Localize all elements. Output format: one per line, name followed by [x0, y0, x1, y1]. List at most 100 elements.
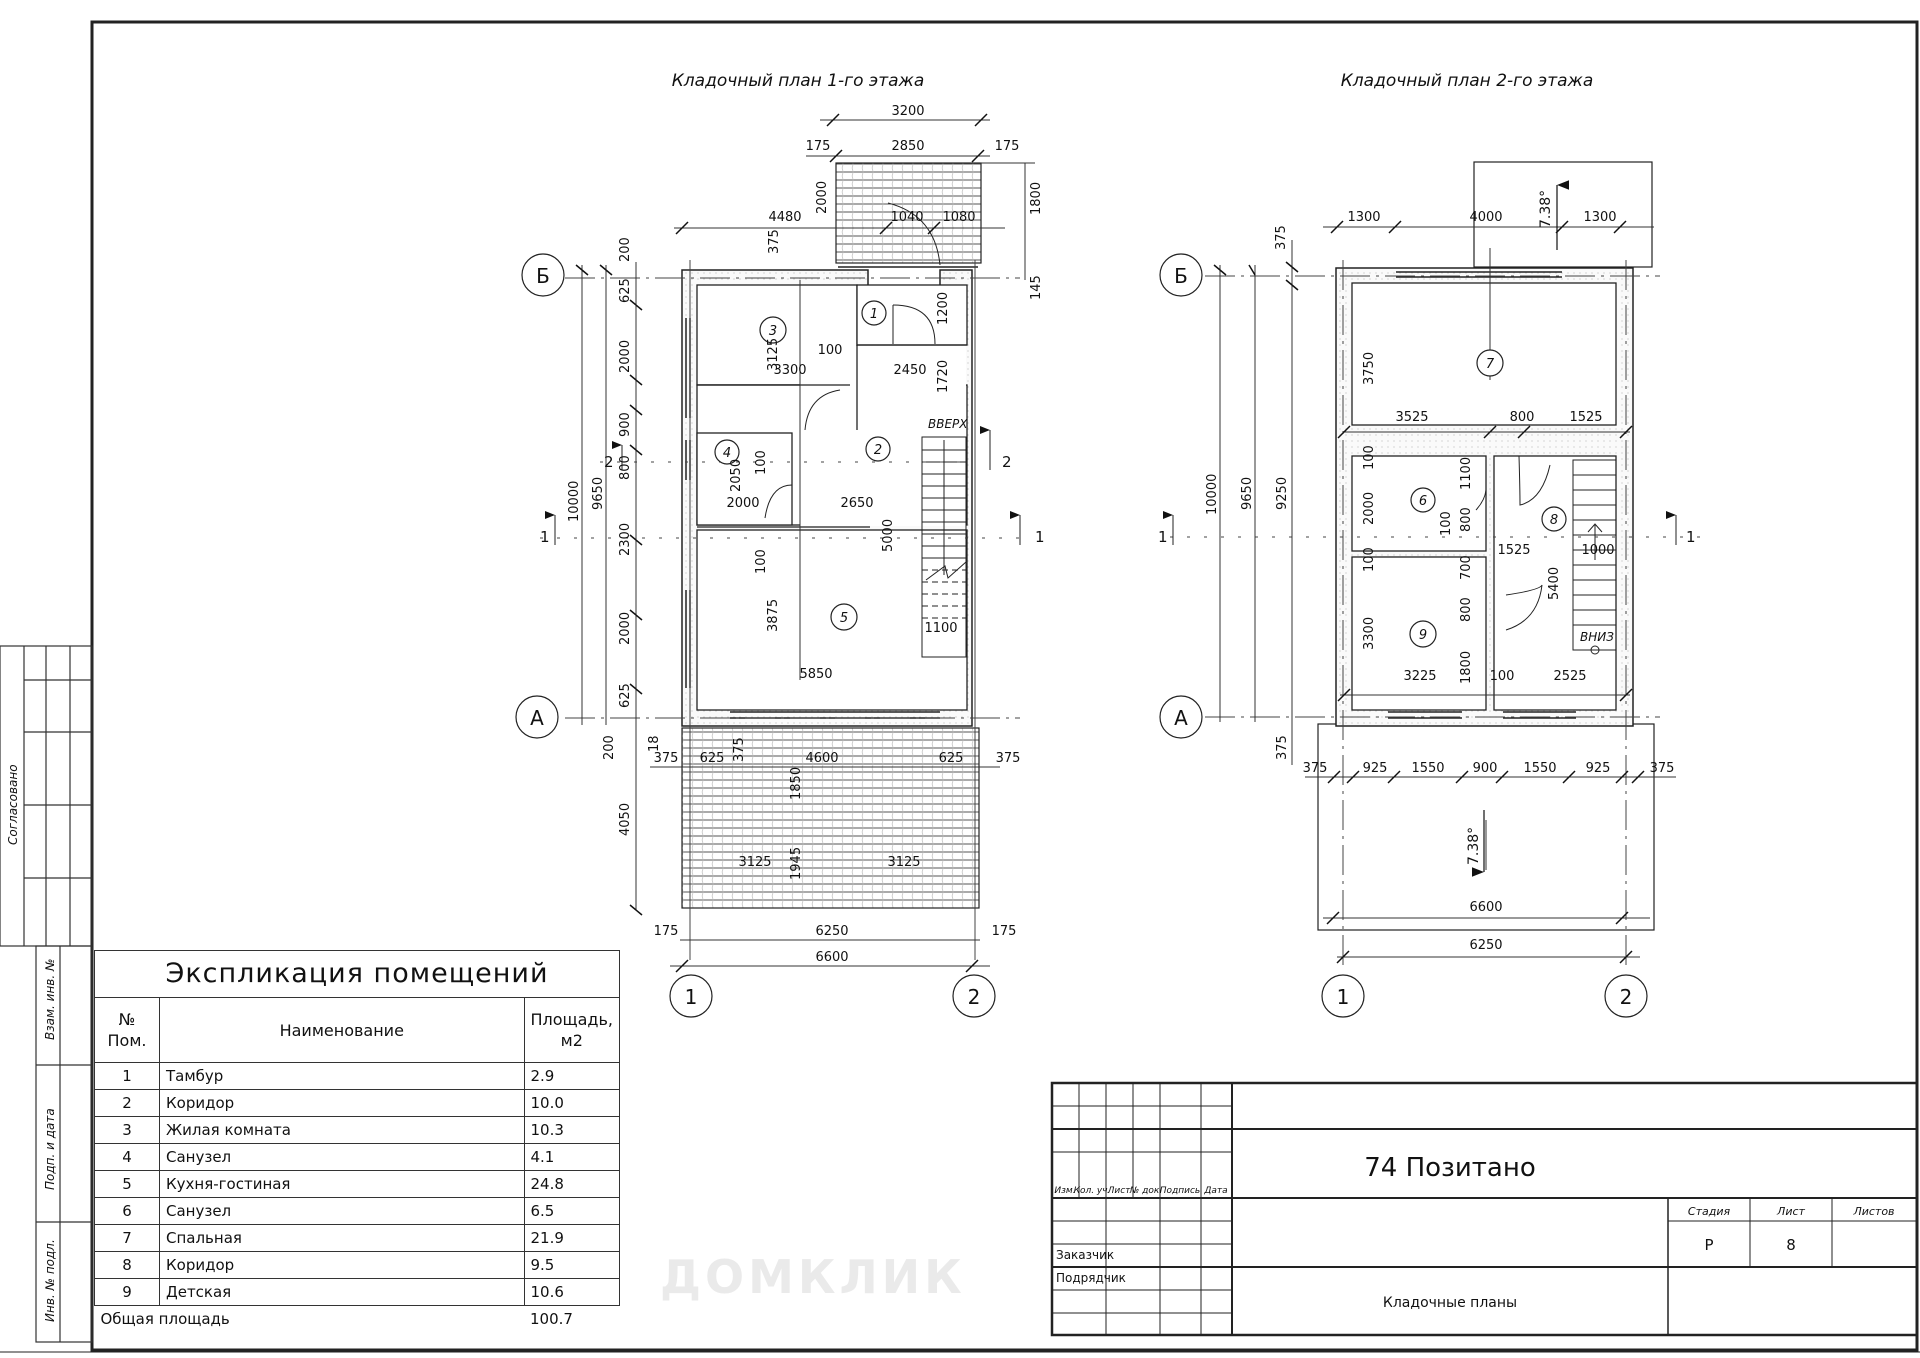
plan2-dim-ticks [1213, 220, 1645, 964]
dimension-label: 625 [618, 683, 633, 708]
dimension-label: 3125 [738, 855, 771, 870]
room-area: 4.1 [523, 1143, 620, 1171]
dimension-label: 3125 [766, 338, 781, 371]
plan1-terrace [681, 727, 980, 909]
dimension-label: 200 [602, 735, 617, 760]
dimension-label: 4050 [618, 803, 633, 836]
title-block-revision-headers: Изм. Кол. уч. Лист № док. Подпись Дата [1054, 1186, 1227, 1196]
stage-value: Р [1704, 1236, 1713, 1254]
dimension-label: 1525 [1569, 410, 1602, 425]
col-kol-uch: Кол. уч. [1074, 1186, 1111, 1196]
plan2-axis-lines [1170, 260, 1700, 970]
dimension-label: 2300 [618, 523, 633, 556]
room-number: 9 [94, 1278, 160, 1306]
plan2-room-7-number: 7 [1486, 357, 1495, 372]
dimension-label: 375 [996, 751, 1021, 766]
plan1-section-1-left: 1 [540, 528, 550, 546]
plan1-axis-2-bubble [952, 974, 996, 1018]
project-name: 74 Позитано [1364, 1153, 1536, 1183]
dimension-label: 3125 [887, 855, 920, 870]
dimension-label: 800 [1459, 597, 1474, 622]
plan2-axis-b: Б [1174, 264, 1188, 288]
dimension-label: 925 [1363, 761, 1388, 776]
side-stamp-inventory [35, 945, 93, 1343]
plan2-axis-1: 1 [1337, 985, 1350, 1009]
sheet-number: 8 [1786, 1236, 1796, 1254]
dimension-label: 2850 [891, 139, 924, 154]
dimension-label: 175 [654, 924, 679, 939]
plan1-room-5-number: 5 [840, 611, 848, 626]
plan1-axis-a-bubble [515, 695, 559, 739]
plan1-room-3-number: 3 [769, 324, 777, 339]
dimension-label: 9650 [591, 477, 606, 510]
plan2-stair-down-label: ВНИЗ [1580, 630, 1614, 644]
dimension-label: 1040 [890, 210, 923, 225]
dimension-label: 18 [647, 735, 662, 752]
stamp-sign-date-label: Подп. и дата [43, 1108, 57, 1190]
stage-label: Стадия [1688, 1205, 1731, 1218]
dimension-label: 2650 [840, 496, 873, 511]
room-name: Санузел [159, 1197, 525, 1225]
room-name: Коридор [159, 1251, 525, 1279]
dimension-label: 900 [1473, 761, 1498, 776]
dimension-label: 100 [1439, 511, 1454, 536]
dimension-label: 9250 [1275, 477, 1290, 510]
room-name: Санузел [159, 1143, 525, 1171]
sheets-label: Листов [1852, 1205, 1894, 1218]
header-no: № Пом. [94, 997, 160, 1063]
dimension-label: 375 [1275, 735, 1290, 760]
dimension-label: 6250 [815, 924, 848, 939]
dimension-label: 800 [1459, 507, 1474, 532]
stamp-interchange-label: Взам. инв. № [43, 959, 57, 1040]
room-number: 8 [94, 1251, 160, 1279]
dimension-label: 375 [654, 751, 679, 766]
room-name: Спальная [159, 1224, 525, 1252]
plan1-dimension-lines [581, 119, 1035, 967]
room-number: 5 [94, 1170, 160, 1198]
plan1-stair [921, 436, 967, 658]
dimension-label: 10000 [1205, 474, 1220, 515]
dimension-label: 900 [618, 412, 633, 437]
total-row: Общая площадь 100.7 [94, 1305, 620, 1332]
room-name: Тамбур [159, 1062, 525, 1090]
dimension-label: 10000 [567, 481, 582, 522]
plan1-room-1-number: 1 [870, 307, 878, 322]
dimension-label: 925 [1586, 761, 1611, 776]
dimension-label: 175 [995, 139, 1020, 154]
plan2-dimensions: 1300 4000 1300 375 10000 9650 9250 3750 … [1205, 210, 1674, 953]
dimension-label: 3225 [1403, 669, 1436, 684]
dimension-label: 2050 [729, 459, 744, 492]
dimension-label: 1200 [936, 292, 951, 325]
plan1-axis-1: 1 [685, 985, 698, 1009]
dimension-label: 625 [939, 751, 964, 766]
plan1-section-marks [545, 426, 1021, 545]
plan2-roof-top [1473, 161, 1653, 268]
room-area: 21.9 [523, 1224, 620, 1252]
explication-table: Экспликация помещений № Пом. Наименовани… [94, 950, 620, 1332]
room-number: 6 [94, 1197, 160, 1225]
dimension-label: 1800 [1029, 182, 1044, 215]
plan2-floor-plan: ВНИЗ [1158, 161, 1700, 1018]
dimension-label: 6600 [1469, 900, 1502, 915]
sheet-label: Лист [1776, 1205, 1805, 1218]
room-name: Детская [159, 1278, 525, 1306]
plan1-floor-plan: ВВЕРХ [515, 104, 1045, 1018]
dimension-label: 100 [754, 450, 769, 475]
plan2-room-8 [1493, 455, 1617, 711]
plan2-section-1-right: 1 [1686, 528, 1696, 546]
plan1-dimensions: 3200 175 2850 175 4480 1040 1080 2000 18… [567, 104, 1044, 965]
dimension-label: 200 [618, 237, 633, 262]
plan1-stair-up-label: ВВЕРХ [928, 417, 968, 431]
plan1-title: Кладочный план 1-го этажа [672, 71, 925, 91]
dimension-label: 2000 [815, 181, 830, 214]
dimension-label: 1525 [1497, 543, 1530, 558]
col-date: Дата [1203, 1186, 1227, 1196]
stamp-orig-inv-label: Инв. № подл. [43, 1239, 57, 1322]
